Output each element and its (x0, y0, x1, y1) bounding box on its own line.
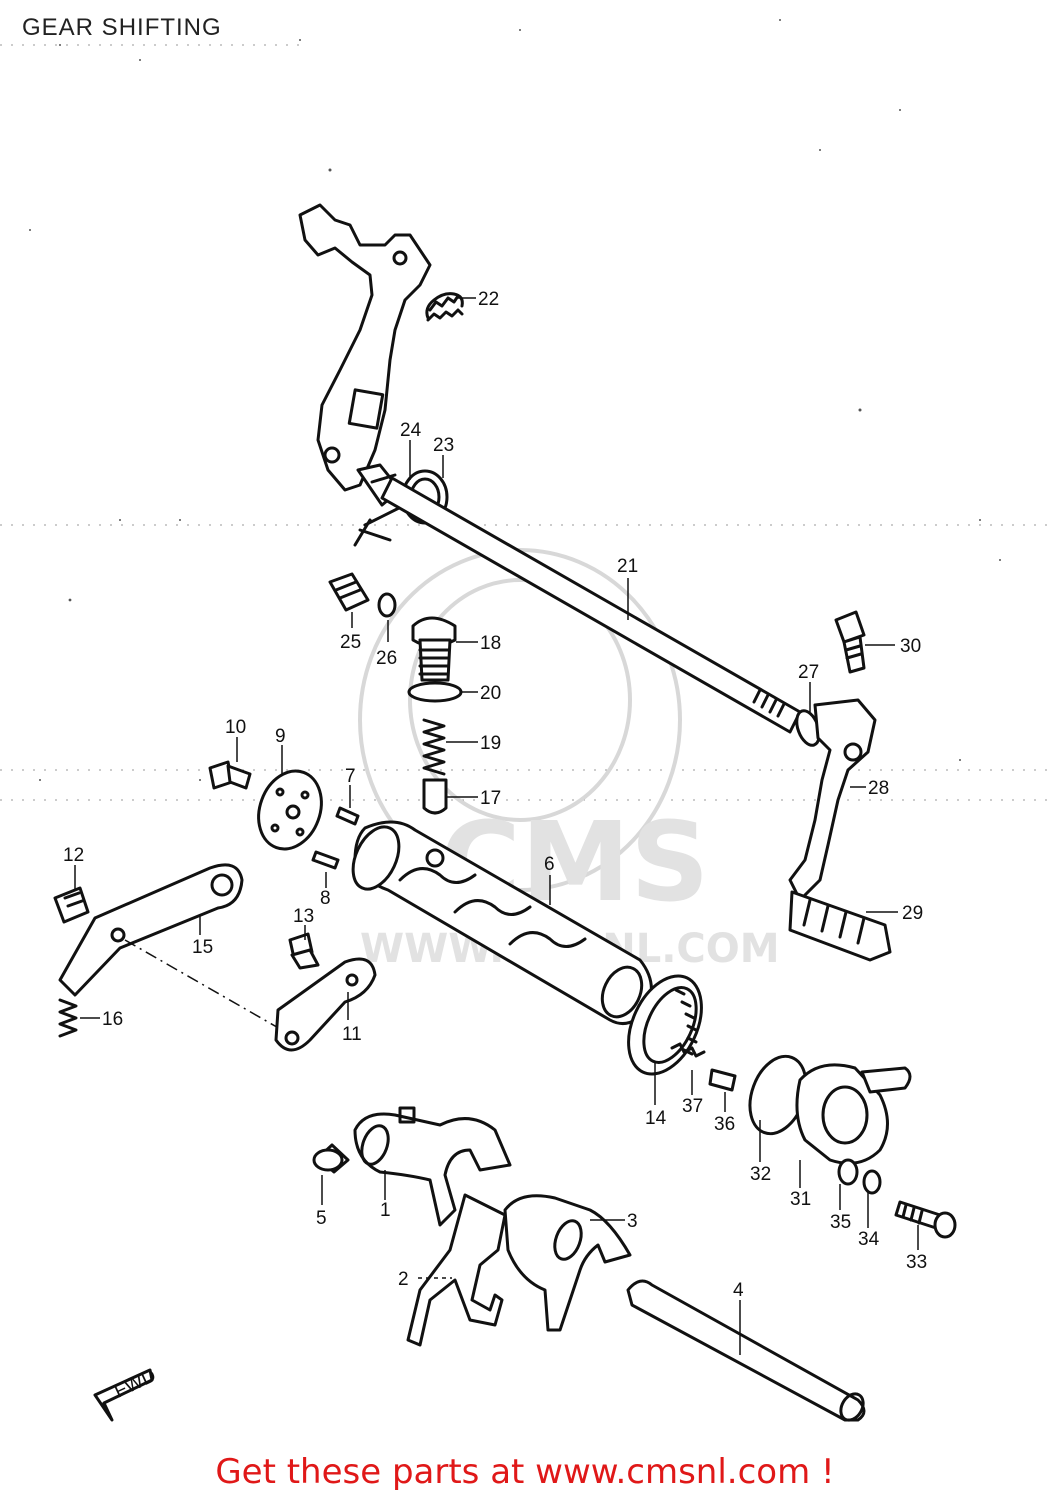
part-26-washer (377, 592, 397, 618)
part-21-shift-shaft (380, 476, 802, 734)
callout-10: 10 (225, 717, 246, 738)
part-10-bolt (208, 760, 252, 790)
part-20-gasket (407, 681, 463, 703)
callout-33: 33 (906, 1252, 927, 1273)
callout-11: 11 (342, 1024, 362, 1045)
part-17-neutral-pin (422, 778, 448, 815)
callout-24: 24 (400, 420, 422, 441)
part-37-spring (670, 1042, 706, 1058)
part-28-shift-lever (788, 698, 877, 902)
speckle-noise (29, 19, 1001, 781)
callout-18: 18 (480, 633, 501, 654)
part-11-stopper-plate (274, 957, 377, 1052)
callout-25: 25 (340, 632, 361, 653)
part-16-spring (58, 998, 78, 1038)
callout-34: 34 (858, 1229, 880, 1250)
part-2-shift-fork (406, 1193, 507, 1347)
part-33-bolt (894, 1200, 957, 1239)
dotted-scan-lines (0, 44, 1050, 801)
part-35-washer (837, 1158, 859, 1186)
callout-23: 23 (433, 435, 454, 456)
part-25-bolt (328, 572, 370, 612)
part-12-bolt (53, 886, 90, 924)
callout-29: 29 (902, 903, 923, 924)
part-22-spring (425, 292, 464, 322)
part-8-pin (311, 850, 340, 870)
callout-8: 8 (320, 888, 331, 909)
callout-36: 36 (714, 1114, 735, 1135)
callout-3: 3 (627, 1211, 638, 1232)
callout-17: 17 (480, 788, 501, 809)
callout-19: 19 (480, 733, 501, 754)
callout-30: 30 (900, 636, 921, 657)
callout-12: 12 (63, 845, 84, 866)
callout-35: 35 (830, 1212, 851, 1233)
diagram-title: GEAR SHIFTING (22, 14, 222, 41)
fwd-label: FWD (111, 1365, 159, 1402)
callout-15: 15 (192, 937, 213, 958)
callout-2: 2 (398, 1269, 409, 1290)
part-5-bolt (312, 1143, 350, 1174)
callout-20: 20 (480, 683, 501, 704)
part-1-shift-fork (353, 1106, 512, 1227)
callout-32: 32 (750, 1164, 771, 1185)
callout-37: 37 (682, 1096, 703, 1117)
callouts: 22 24 23 21 27 30 28 29 25 26 18 20 19 1… (63, 289, 927, 1301)
part-24-shift-arm (298, 203, 432, 507)
leader-lines (74, 297, 919, 1355)
callout-31: 31 (790, 1189, 811, 1210)
part-29-footpeg-rubber (788, 890, 892, 962)
part-31-switch-housing (795, 1063, 912, 1165)
part-3-shift-fork (503, 1194, 632, 1332)
footer-link-text[interactable]: Get these parts at www.cmsnl.com ! (215, 1452, 835, 1492)
callout-21: 21 (617, 556, 638, 577)
fwd-arrow-icon: FWD (93, 1365, 159, 1422)
callout-5: 5 (316, 1208, 327, 1229)
callout-16: 16 (102, 1009, 123, 1030)
part-13-bolt (288, 932, 320, 970)
callout-13: 13 (293, 906, 314, 927)
part-34-washer (862, 1169, 882, 1195)
callout-9: 9 (275, 726, 286, 747)
part-15-shift-pawl-arm (58, 863, 244, 997)
callout-14: 14 (645, 1108, 667, 1129)
part-7-pin (335, 806, 360, 826)
callout-6: 6 (544, 854, 555, 875)
callout-4: 4 (733, 1280, 744, 1301)
part-19-spring (422, 718, 446, 776)
pawl-alignment-line (124, 939, 283, 1031)
callout-1: 1 (380, 1200, 391, 1221)
part-36-pin (708, 1068, 737, 1092)
callout-22: 22 (478, 289, 499, 310)
callout-28: 28 (868, 778, 889, 799)
callout-27: 27 (798, 662, 819, 683)
callout-26: 26 (376, 648, 397, 669)
part-18-plug-bolt (411, 616, 457, 682)
part-4-fork-shaft (626, 1279, 866, 1422)
part-9-cam-plate (257, 769, 323, 851)
callout-7: 7 (345, 766, 356, 787)
part-6-shift-drum (351, 820, 653, 1026)
part-30-bolt (834, 610, 866, 674)
